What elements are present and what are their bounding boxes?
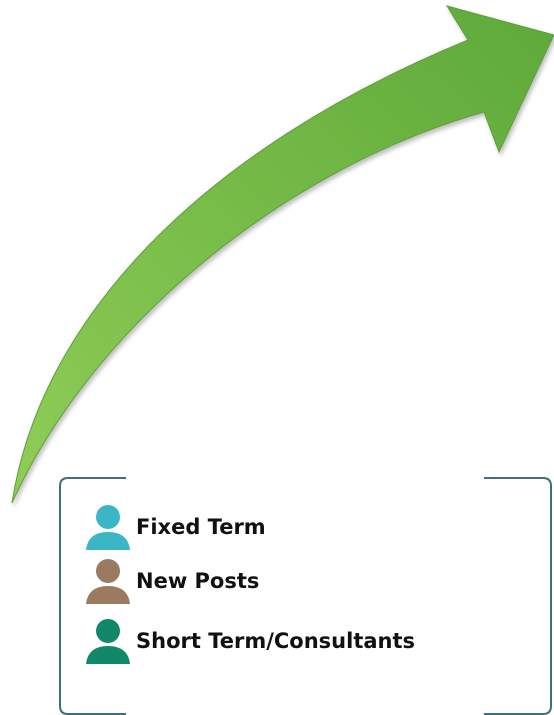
- legend-item-fixed-term: Fixed Term: [84, 504, 266, 550]
- legend-label: Fixed Term: [136, 514, 266, 539]
- legend-item-short-term-consultants: Short Term/Consultants: [84, 618, 415, 664]
- legend-label: New Posts: [136, 568, 260, 593]
- bracket-left: [59, 477, 126, 715]
- arrow-shape: [11, 5, 554, 504]
- bracket-right: [484, 477, 552, 715]
- legend-item-new-posts: New Posts: [84, 558, 259, 604]
- person-icon: [86, 505, 130, 550]
- person-icon: [86, 619, 130, 664]
- person-icon: [86, 559, 130, 604]
- legend-label: Short Term/Consultants: [136, 628, 416, 653]
